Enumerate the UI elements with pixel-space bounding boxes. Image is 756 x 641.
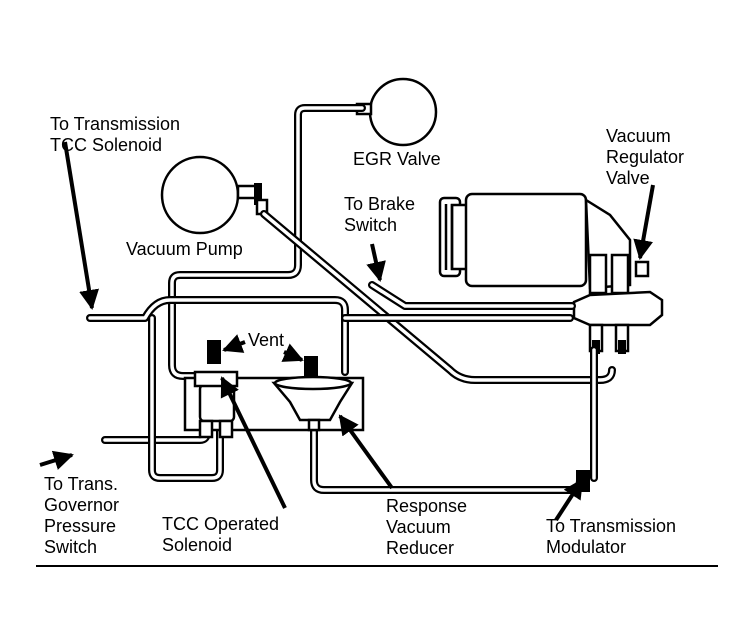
label-tcc-operated-solenoid: TCC Operated Solenoid [162,514,279,556]
label-egr-valve: EGR Valve [353,149,441,170]
label-line: Vacuum [606,126,671,146]
label-line: Switch [344,215,398,235]
label-line: Response [386,496,468,516]
label-line: Vent [248,330,285,350]
label-line: To Brake [344,194,416,214]
label-line: Reducer [386,538,455,558]
vacuum-pump [160,155,269,235]
label-vent: Vent [248,330,284,351]
label-line: Solenoid [162,535,233,555]
label-line: Modulator [546,537,627,557]
label-vacuum-regulator-valve: Vacuum Regulator Valve [606,126,684,189]
label-line: EGR Valve [353,149,441,169]
label-line: To Transmission [546,516,677,536]
label-line: To Trans. [44,474,119,494]
label-line: Vacuum [386,517,451,537]
label-line: Pressure [44,516,117,536]
label-to-trans-governor-pressure-switch: To Trans. Governor Pressure Switch [44,474,119,558]
label-vacuum-pump: Vacuum Pump [126,239,243,260]
label-to-transmission-tcc-solenoid: To Transmission TCC Solenoid [50,114,180,156]
label-response-vacuum-reducer: Response Vacuum Reducer [386,496,467,559]
label-to-transmission-modulator: To Transmission Modulator [546,516,676,558]
egr-valve [355,77,438,147]
tcc-operated-solenoid [193,340,239,439]
label-to-brake-switch: To Brake Switch [344,194,415,236]
leader-lines [39,141,655,522]
vacuum-regulator-valve [438,192,664,354]
label-line: To Transmission [50,114,181,134]
label-line: Switch [44,537,98,557]
label-line: Vacuum Pump [126,239,243,259]
response-vacuum-reducer [271,356,355,432]
label-line: TCC Solenoid [50,135,163,155]
label-line: Regulator [606,147,685,167]
label-line: Valve [606,168,650,188]
vacuum-hoses [86,104,616,494]
label-line: Governor [44,495,120,515]
label-line: TCC Operated [162,514,280,534]
